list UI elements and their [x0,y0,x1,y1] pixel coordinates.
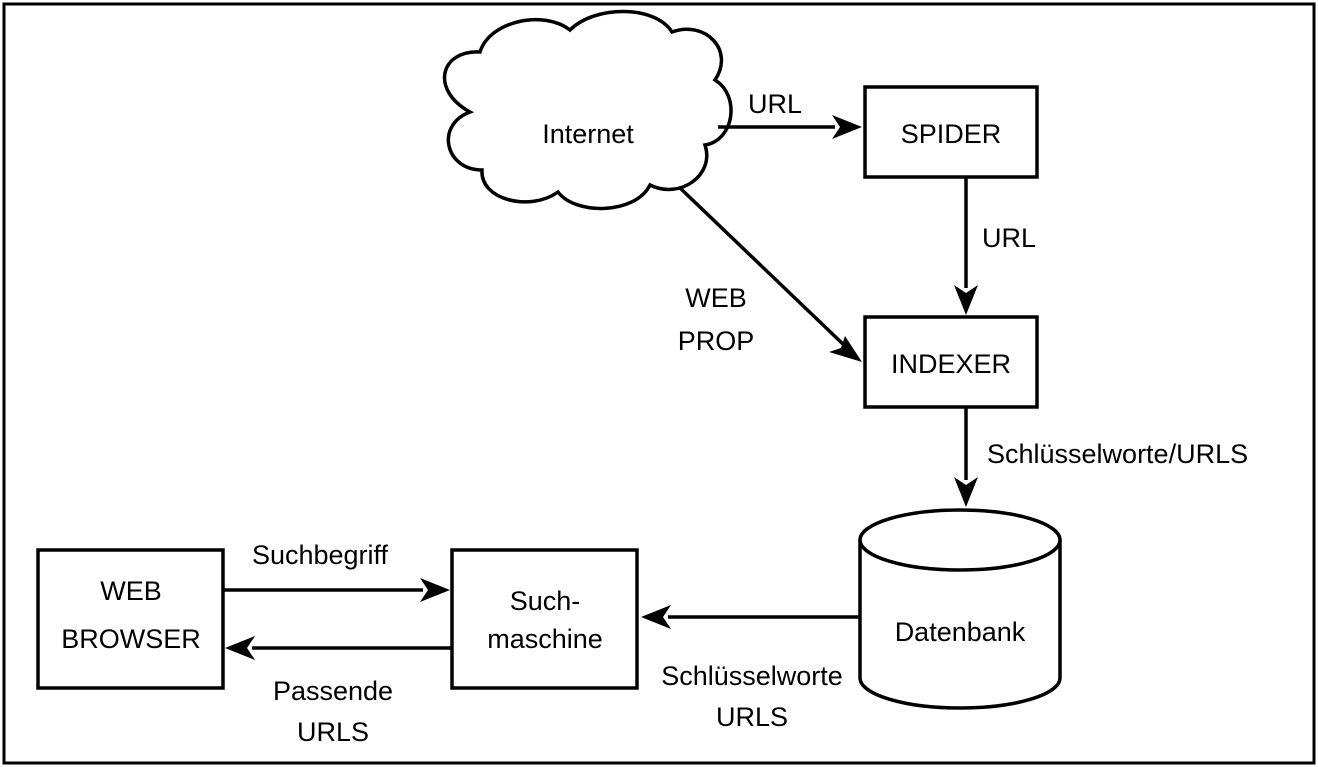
arrowhead-icon [954,477,978,507]
datenbank-node: Datenbank [858,508,1062,710]
edge-label-passende: Passende [273,676,393,706]
edge-suchmaschine-to-browser: Passende URLS [225,636,452,747]
internet-cloud-node: Internet [442,9,733,211]
database-top [858,508,1062,572]
indexer-label: INDEXER [891,349,1011,379]
internet-label: Internet [542,119,634,149]
suchmaschine-label-line2: maschine [487,624,603,654]
web-browser-label-line2: BROWSER [61,624,201,654]
web-browser-label-line1: WEB [100,576,162,606]
arrowhead-icon [420,578,450,602]
edge-label-url-1: URL [748,89,802,119]
edge-label-passende-urls: URLS [297,717,369,747]
indexer-node: INDEXER [863,315,1039,409]
arrowhead-icon [829,336,862,362]
edge-datenbank-to-suchmaschine: Schlüsselworte URLS [641,605,860,732]
edge-label-prop: PROP [678,326,755,356]
spider-box [863,85,1039,179]
edge-browser-to-suchmaschine: Suchbegriff [223,540,450,602]
indexer-box [863,315,1039,409]
edge-label-url-2: URL [982,223,1036,253]
arrowhead-icon [832,115,862,139]
arrowhead-icon [954,285,978,315]
edge-line [677,185,847,348]
edge-spider-to-indexer: URL [954,177,1036,315]
arrowhead-icon [641,605,671,629]
web-browser-box [36,548,225,690]
suchmaschine-box [450,548,639,690]
suchmaschine-label-line1: Such- [510,586,581,616]
edge-label-schluesselworte: Schlüsselworte [661,661,843,691]
edge-internet-to-indexer: WEB PROP [677,185,862,362]
spider-label: SPIDER [901,119,1002,149]
database-icon [858,540,1062,710]
datenbank-label: Datenbank [895,617,1026,647]
edge-label-web: WEB [685,283,747,313]
edge-indexer-to-datenbank: Schlüsselworte/URLS [954,407,1248,507]
web-browser-node: WEB BROWSER [36,548,225,690]
spider-node: SPIDER [863,85,1039,179]
edge-label-urls: URLS [716,702,788,732]
edge-label-schluesselworte-urls: Schlüsselworte/URLS [987,439,1248,469]
cloud-icon [442,9,733,211]
suchmaschine-node: Such- maschine [450,548,639,690]
edge-label-suchbegriff: Suchbegriff [252,540,389,570]
edge-internet-to-spider: URL [718,89,862,139]
arrowhead-icon [225,636,255,660]
